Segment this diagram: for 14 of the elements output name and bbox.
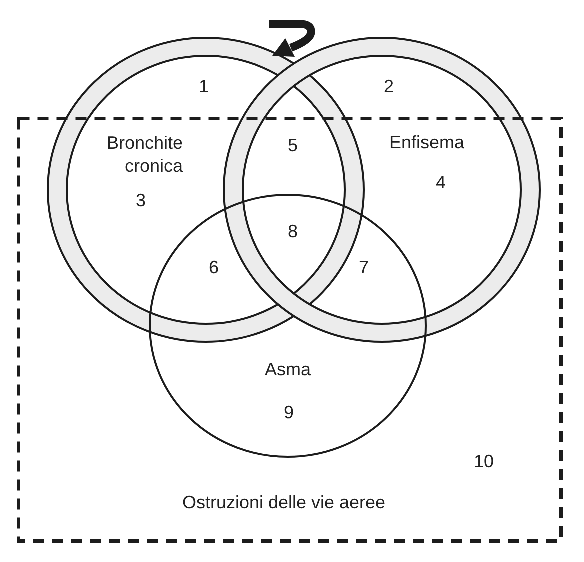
- region-number: 8: [288, 220, 298, 244]
- group-label: Ostruzioni delle vie aeree: [182, 492, 386, 514]
- set-label: Enfisema: [389, 132, 465, 154]
- region-number: 1: [199, 76, 209, 98]
- region-number: 3: [136, 190, 146, 212]
- region-number: 5: [288, 134, 298, 158]
- set-label: Bronchite cronica: [106, 132, 183, 178]
- region-number: 4: [436, 172, 446, 194]
- region-number: 9: [284, 402, 294, 424]
- set-label: Asma: [265, 358, 311, 382]
- region-number: 6: [209, 256, 219, 280]
- region-number: 10: [474, 450, 494, 474]
- region-number: 2: [384, 76, 394, 98]
- region-number: 7: [359, 256, 369, 280]
